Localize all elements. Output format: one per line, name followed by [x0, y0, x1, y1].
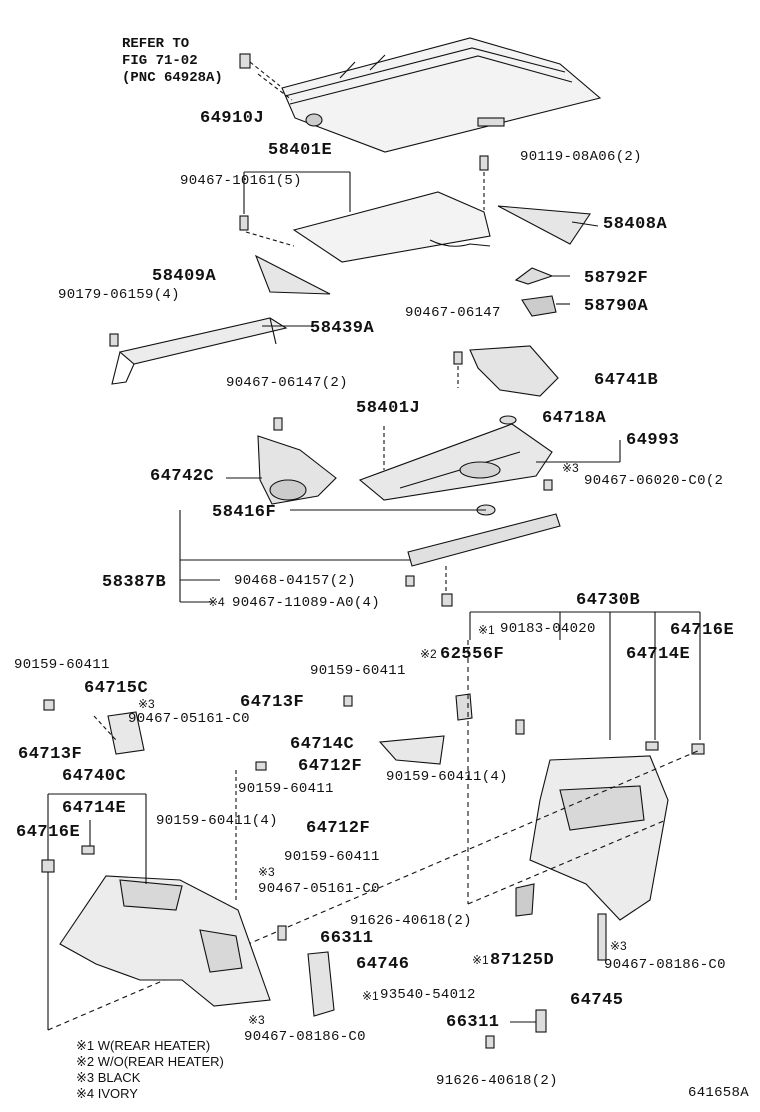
label-64741b[interactable]: 64741B: [594, 371, 659, 390]
label-66311-b[interactable]: 66311: [446, 1013, 500, 1032]
mark-3-d: ※3: [610, 939, 627, 953]
tray-64993-drawing: [358, 415, 621, 501]
legend-item-1: ※1 W(REAR HEATER): [76, 1038, 211, 1053]
latch-58790a-drawing: [521, 295, 557, 317]
label-87125d[interactable]: 87125D: [490, 951, 555, 970]
panel-58408a-drawing: [497, 205, 591, 245]
label-58416f[interactable]: 58416F: [212, 503, 277, 522]
label-64712f-b[interactable]: 64712F: [306, 819, 371, 838]
label-58401e[interactable]: 58401E: [268, 141, 333, 160]
hook-58792f-drawing: [514, 267, 554, 285]
label-90467-10161[interactable]: 90467-10161(5): [180, 173, 302, 189]
label-64718a[interactable]: 64718A: [542, 409, 607, 428]
tonneau-cover-drawing: [239, 37, 602, 153]
mark-4: ※4: [208, 595, 225, 609]
label-90467-08186-left[interactable]: 90467-08186-C0: [244, 1029, 366, 1045]
leader-58408a: [571, 221, 599, 227]
mark-3-a: ※3: [562, 461, 579, 475]
refer-line-1: REFER TO: [122, 36, 190, 52]
label-90159-60411-f[interactable]: 90159-60411: [284, 849, 380, 865]
sill-plate-drawing: [179, 504, 561, 607]
mark-1-c: ※1: [362, 989, 379, 1003]
mark-2: ※2: [420, 647, 437, 661]
legend-item-2: ※2 W/O(REAR HEATER): [76, 1054, 224, 1069]
label-91626-40618-b[interactable]: 91626-40618(2): [436, 1073, 558, 1089]
label-64745[interactable]: 64745: [570, 991, 624, 1010]
box-64741b-drawing: [453, 345, 559, 397]
mark-3-b: ※3: [138, 697, 155, 711]
bracket-66311-drawing: [535, 1009, 547, 1033]
label-90467-05161-b[interactable]: 90467-05161-C0: [258, 881, 380, 897]
label-64714e-right[interactable]: 64714E: [626, 645, 691, 664]
label-58792f[interactable]: 58792F: [584, 269, 649, 288]
label-90159-60411-d[interactable]: 90159-60411: [238, 781, 334, 797]
label-90119-08a06[interactable]: 90119-08A06(2): [520, 149, 642, 165]
label-64712f-a[interactable]: 64712F: [298, 757, 363, 776]
label-62556f[interactable]: 62556F: [440, 645, 505, 664]
refer-line-2: FIG 71-02: [122, 53, 198, 69]
label-64730b[interactable]: 64730B: [576, 591, 641, 610]
drawing-number: 641658A: [688, 1085, 749, 1101]
label-64910j[interactable]: 64910J: [200, 109, 265, 128]
label-64716e-left[interactable]: 64716E: [16, 823, 81, 842]
refer-line-3: (PNC 64928A): [122, 70, 223, 86]
mark-1-b: ※1: [472, 953, 489, 967]
panel-58409a-drawing: [254, 254, 331, 295]
mark-1-a: ※1: [478, 623, 495, 637]
label-93540-54012[interactable]: 93540-54012: [380, 987, 476, 1003]
bracket-58439a-drawing: [109, 317, 312, 385]
deck-board-drawing: [239, 155, 491, 263]
label-90467-06147-2[interactable]: 90467-06147(2): [226, 375, 348, 391]
label-90468-04157[interactable]: 90468-04157(2): [234, 573, 356, 589]
label-90467-06147[interactable]: 90467-06147: [405, 305, 501, 321]
label-90467-05161-a[interactable]: 90467-05161-C0: [128, 711, 250, 727]
label-64714e-left[interactable]: 64714E: [62, 799, 127, 818]
mark-3-c: ※3: [258, 865, 275, 879]
label-64742c[interactable]: 64742C: [150, 467, 215, 486]
mark-3-e: ※3: [248, 1013, 265, 1027]
left-quarter-trim-drawing: [41, 695, 445, 1030]
label-90467-06020[interactable]: 90467-06020-C0(2: [584, 473, 724, 489]
label-64740c[interactable]: 64740C: [62, 767, 127, 786]
box-64742c-drawing: [226, 417, 337, 505]
label-90159-60411-4-right[interactable]: 90159-60411(4): [386, 769, 508, 785]
label-58387b[interactable]: 58387B: [102, 573, 167, 592]
label-90159-60411-a[interactable]: 90159-60411: [14, 657, 110, 673]
label-58790a[interactable]: 58790A: [584, 297, 649, 316]
label-64714c[interactable]: 64714C: [290, 735, 355, 754]
label-90159-60411-4-left[interactable]: 90159-60411(4): [156, 813, 278, 829]
label-64716e-right[interactable]: 64716E: [670, 621, 735, 640]
label-91626-40618-a[interactable]: 91626-40618(2): [350, 913, 472, 929]
label-66311-a[interactable]: 66311: [320, 929, 374, 948]
label-64713f-top[interactable]: 64713F: [240, 693, 305, 712]
label-90179-06159[interactable]: 90179-06159(4): [58, 287, 180, 303]
legend-item-3: ※3 BLACK: [76, 1070, 141, 1085]
screw-91626-drawing: [485, 1035, 495, 1049]
label-90183-04020[interactable]: 90183-04020: [500, 621, 596, 637]
label-58439a[interactable]: 58439A: [310, 319, 375, 338]
legend-item-4: ※4 IVORY: [76, 1086, 138, 1101]
label-90467-08186-right[interactable]: 90467-08186-C0: [604, 957, 726, 973]
label-58401j[interactable]: 58401J: [356, 399, 421, 418]
label-58408a[interactable]: 58408A: [603, 215, 668, 234]
label-58409a[interactable]: 58409A: [152, 267, 217, 286]
label-90467-11089[interactable]: 90467-11089-A0(4): [232, 595, 380, 611]
label-64746[interactable]: 64746: [356, 955, 410, 974]
right-quarter-trim-drawing: [47, 611, 705, 1031]
label-90159-60411-b[interactable]: 90159-60411: [310, 663, 406, 679]
label-64993[interactable]: 64993: [626, 431, 680, 450]
label-64713f-left[interactable]: 64713F: [18, 745, 83, 764]
label-64715c[interactable]: 64715C: [84, 679, 149, 698]
